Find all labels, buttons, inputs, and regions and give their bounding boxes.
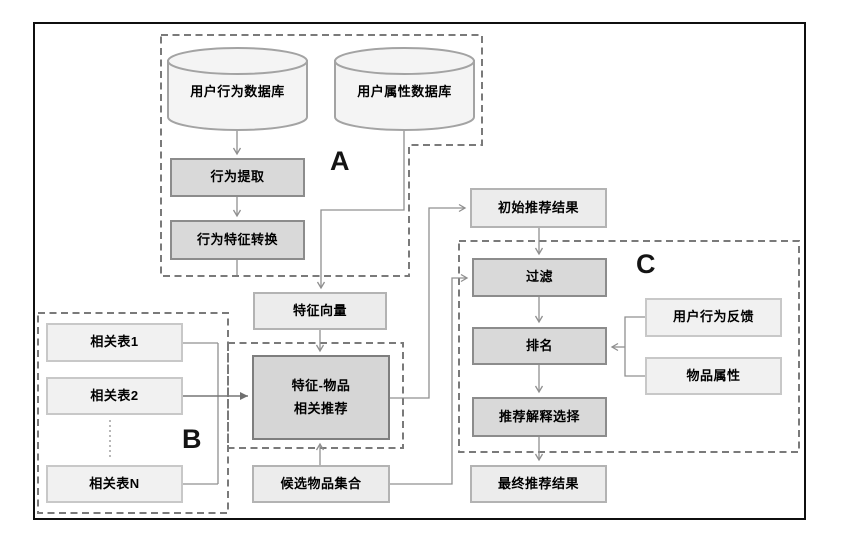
node-candidate-items: 候选物品集合: [252, 465, 390, 503]
node-related-table-2: 相关表2: [46, 377, 183, 415]
connector-feedback-attr-merge: [624, 316, 645, 377]
label-user-attr-db: 用户属性数据库: [357, 84, 452, 99]
node-rank: 排名: [472, 327, 607, 365]
connector-attrdb-to-vector: [316, 131, 405, 290]
node-explain-select: 推荐解释选择: [472, 397, 607, 437]
node-behavior-feature-convert: 行为特征转换: [170, 220, 305, 260]
cylinder-user-attr-db: [334, 47, 475, 131]
node-filter: 过滤: [472, 258, 607, 297]
group-label-a: A: [330, 146, 350, 176]
node-feature-item-recommend: 特征-物品 相关推荐: [252, 355, 390, 440]
group-label-b: B: [182, 424, 202, 454]
group-label-c: C: [636, 249, 656, 279]
node-behavior-extract: 行为提取: [170, 158, 305, 197]
node-user-feedback: 用户行为反馈: [645, 298, 782, 337]
node-related-table-1: 相关表1: [46, 323, 183, 362]
connectors: [183, 131, 645, 485]
connector-recommend-to-initial: [390, 203, 467, 399]
node-related-table-n: 相关表N: [46, 465, 183, 503]
node-initial-results: 初始推荐结果: [470, 188, 607, 228]
cylinder-user-behavior-db: [167, 47, 308, 131]
node-item-attrs: 物品属性: [645, 357, 782, 395]
label-user-behavior-db: 用户行为数据库: [190, 84, 285, 99]
connector-candidate-to-filter: [390, 273, 469, 485]
node-feature-vector: 特征向量: [253, 292, 387, 330]
node-final-results: 最终推荐结果: [470, 465, 607, 503]
